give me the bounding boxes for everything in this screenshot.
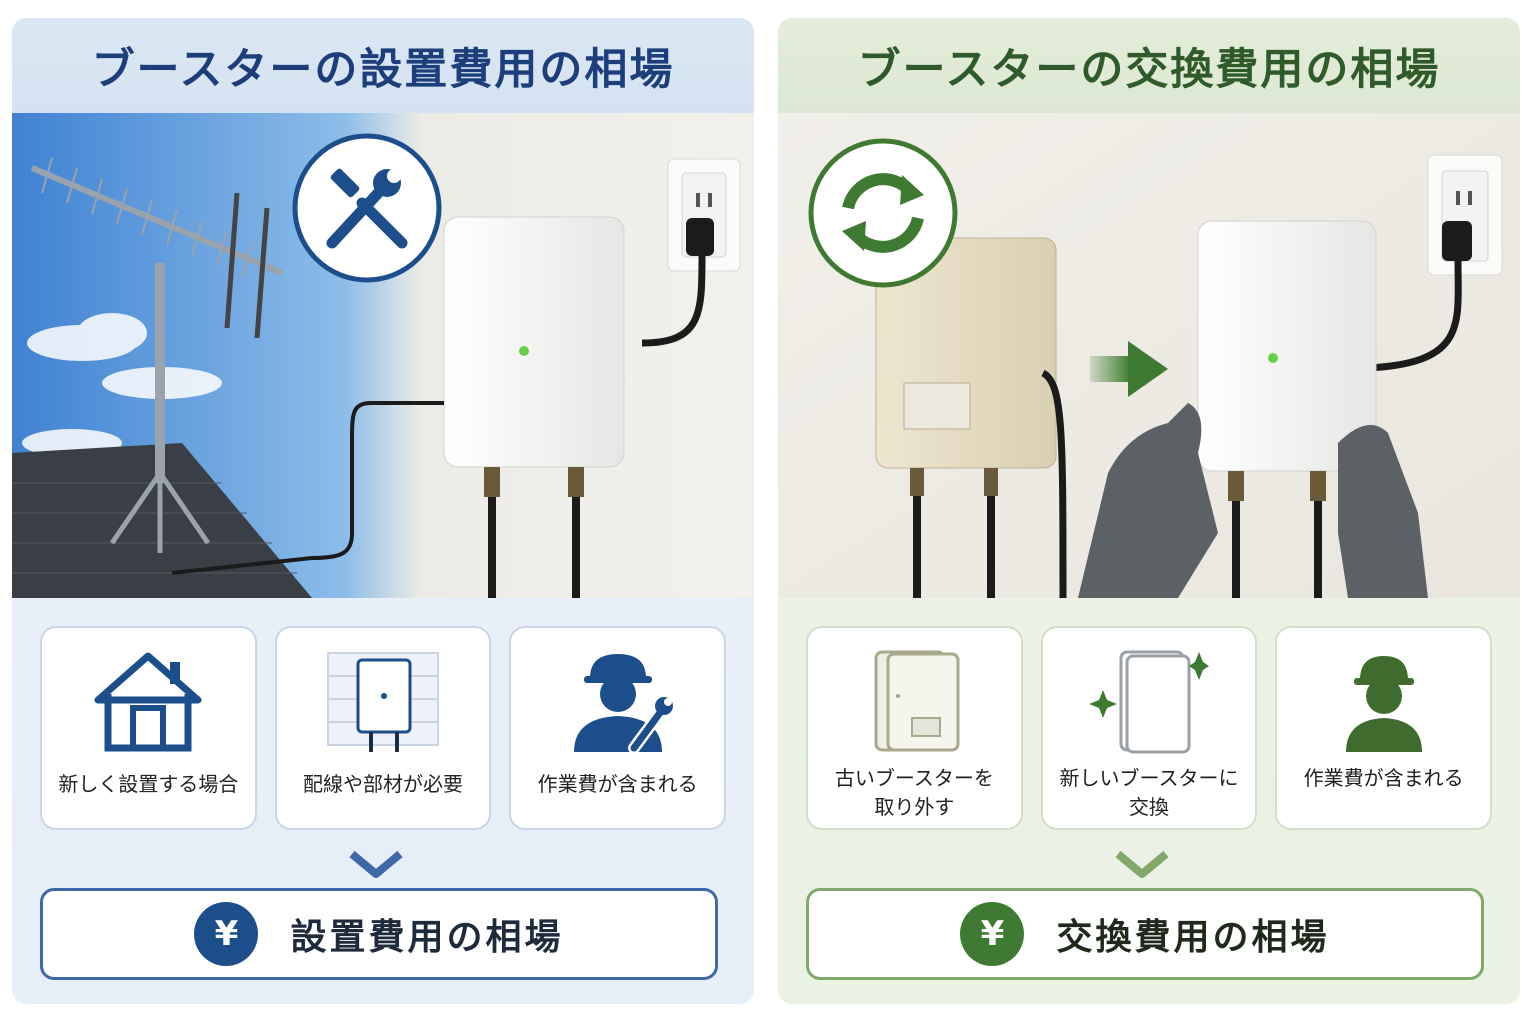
new-booster-box [1197,220,1377,598]
wall-outlet [1427,154,1503,276]
replace-card-swap: 新しいブースターに 交換 [1040,626,1258,830]
replace-cost-label: 交換費用の相場 [1056,917,1330,958]
gloved-hands [1078,403,1428,598]
worker-with-wrench-icon [573,654,673,754]
install-card-new: 新しく設置する場合 [40,626,257,830]
replace-card-label: 新しいブースターに 交換 [1059,766,1239,819]
replace-card-labor: 作業費が含まれる [1275,626,1493,830]
house-icon [94,652,202,752]
new-booster-sparkle-icon [1089,650,1209,754]
install-card-labor: 作業費が含まれる [509,626,727,830]
install-cost-label: 設置費用の相場 [290,917,564,958]
replace-panel: ブースターの交換費用の相場 [778,18,1520,1004]
booster-on-wall-icon [327,652,439,752]
install-card-wiring: 配線や部材が必要 [274,626,492,830]
chevron-down-icon [349,850,403,878]
install-card-label: 配線や部材が必要 [303,772,463,796]
install-steps: 新しく設置する場合 配線や部材が必要 [40,626,727,830]
yen-icon: ¥ [194,902,259,966]
yen-icon: ¥ [960,902,1025,966]
worker-icon [1345,656,1422,752]
antenna [30,157,284,553]
install-panel: ブースターの設置費用の相場 [12,18,754,1004]
chevron-down-icon [1115,850,1169,878]
booster-box [443,216,625,598]
install-title: ブースターの設置費用の相場 [12,18,754,113]
refresh-icon [808,138,958,288]
wall-outlet [667,158,741,272]
replace-card-label: 作業費が含まれる [1303,766,1464,790]
old-booster-box [875,237,1067,598]
replace-scene [778,113,1520,598]
install-cost-box: ¥ 設置費用の相場 [40,888,718,980]
replace-cost-box: ¥ 交換費用の相場 [806,888,1484,980]
replace-steps: 古いブースターを 取り外す 新しいブースターに 交換 作業費が含まれる [806,626,1493,830]
install-scene [12,113,754,598]
replace-card-remove: 古いブースターを 取り外す [806,626,1023,830]
install-card-label: 作業費が含まれる [537,772,698,796]
replace-card-label: 古いブースターを 取り外す [834,766,994,819]
old-booster-icon [874,650,960,752]
tools-icon [292,133,442,283]
replace-title: ブースターの交換費用の相場 [778,18,1520,113]
arrow-right-icon [1090,341,1168,397]
install-card-label: 新しく設置する場合 [58,772,239,796]
